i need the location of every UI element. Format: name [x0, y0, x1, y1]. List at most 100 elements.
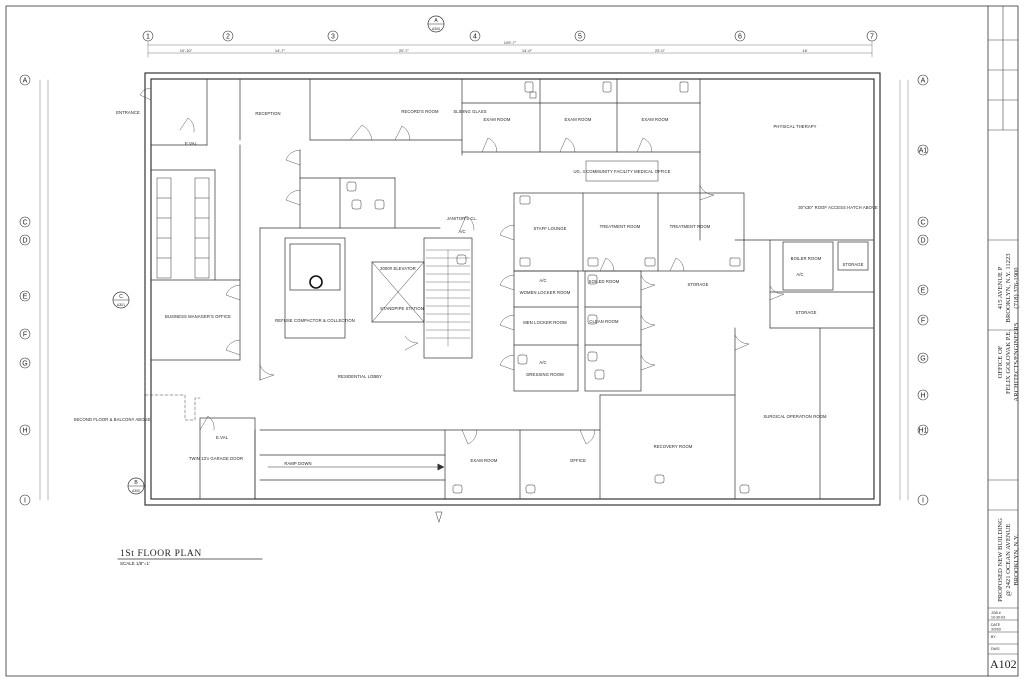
facility-office-label-box — [585, 160, 659, 182]
label-facility-office: UG. 4 COMMUNITY FACILITY MEDICAL OFFICE — [573, 169, 670, 174]
project-address: @ 2421 OCEAN AVENUE — [1005, 524, 1012, 597]
label-office: OFFICE — [570, 458, 586, 463]
dim-col-5: 22'-0" — [655, 48, 666, 53]
grid-row-right-G-label: G — [920, 355, 925, 362]
label-soiled-room: SOILED ROOM — [589, 279, 620, 284]
label-staff-lounge: STAFF LOUNGE — [534, 226, 567, 231]
label-exam-room-2: EXAM ROOM — [565, 117, 592, 122]
project-city: BROOKLYN, N.Y. — [1013, 534, 1020, 586]
label-surgical-room: SURGICAL OPERATION ROOM — [763, 414, 827, 419]
grid-row-right-H: H — [917, 389, 929, 401]
label-treatment-room-1: TREATMENT ROOM — [600, 224, 641, 229]
label-dressing-room: DRESSING ROOM — [526, 372, 564, 377]
grid-column-3-label: 3 — [331, 33, 335, 40]
label-storage-3: STORAGE — [795, 310, 816, 315]
plan-title: 1St FLOOR PLAN — [120, 549, 202, 559]
grid-row-right-E: E — [917, 284, 929, 296]
label-ramp: RAMP DOWN — [284, 461, 311, 466]
stair — [425, 249, 471, 347]
office-address: 415 AVENUE P — [997, 266, 1004, 309]
firm-type: ARCHITECTS/ENGINEERS — [1013, 322, 1020, 401]
grid-row-left-I-label: I — [24, 497, 26, 504]
plan-scale: SCALE 1/8"=1' — [120, 561, 150, 566]
grid-column-5-label: 5 — [578, 33, 582, 40]
grid-row-right-F-label: F — [921, 317, 925, 324]
refuse-chute — [309, 275, 323, 289]
grid-row-left-G: G — [19, 357, 31, 369]
title-block — [987, 5, 1019, 655]
dim-col-1: 10'-10" — [180, 48, 193, 53]
label-reception: RECEPTION — [255, 111, 280, 116]
label-eval-2: E.VAL — [216, 435, 229, 440]
grid-row-left-F: F — [19, 328, 31, 340]
label-eval-1: E.VAL — [185, 141, 198, 146]
grid-row-right-A-label: A — [921, 77, 926, 84]
label-treatment-room-2: TREATMENT ROOM — [670, 224, 711, 229]
section-marker-bottom: B A300 — [127, 477, 145, 495]
dimension-lines — [147, 40, 873, 58]
label-men-locker: MEN LOCKER ROOM — [523, 320, 567, 325]
entry-marker — [435, 511, 443, 523]
room-labels: RECEPTION RECORD'S ROOM SLIDING GLASS EX… — [74, 109, 878, 466]
label-exam-room-4: EXAM ROOM — [471, 458, 498, 463]
svg-text:C: C — [119, 294, 123, 300]
label-exam-room-3: EXAM ROOM — [642, 117, 669, 122]
job-date: 10-30-03 — [991, 616, 1005, 620]
grid-column-4-label: 4 — [473, 33, 477, 40]
overall-dimension: 109'-7" — [504, 40, 517, 45]
elevator-shaft — [371, 261, 425, 323]
grid-row-right-G: G — [917, 352, 929, 364]
label-boiler-room: BOILER ROOM — [791, 256, 822, 261]
grid-column-7: 7 — [866, 30, 878, 42]
exterior-walls — [144, 72, 881, 506]
plumbing-fixtures — [346, 81, 750, 494]
grid-row-left-A: A — [19, 74, 31, 86]
grid-row-right-A: A — [917, 74, 929, 86]
grid-column-7-label: 7 — [870, 33, 874, 40]
grid-column-1-label: 1 — [146, 33, 150, 40]
sheet-border — [5, 5, 1019, 677]
grid-row-left-D: D — [19, 234, 31, 246]
label-ac-1: A/C — [458, 229, 465, 234]
office-city: BROOKLYN, N.Y. 11223 — [1005, 253, 1012, 323]
date-value: 3/3/03 — [991, 628, 1001, 632]
dim-col-6: 16' — [802, 48, 807, 53]
grid-row-right-H1: H1 — [917, 424, 929, 436]
svg-text:A300: A300 — [132, 489, 140, 493]
dim-col-4: 14'-0" — [522, 48, 533, 53]
by-label: BY — [991, 635, 996, 639]
label-physical-therapy: PHYSICAL THERAPY — [773, 124, 816, 129]
label-women-locker: WOMEN LOCKER ROOM — [520, 290, 571, 295]
label-storage-1: STORAGE — [842, 262, 863, 267]
grid-row-right-E-label: E — [921, 287, 926, 294]
grid-row-left-G-label: G — [22, 360, 27, 367]
interior-walls — [150, 78, 875, 500]
label-elevator: 2000# ELEVATOR — [380, 266, 416, 271]
svg-text:B: B — [134, 480, 138, 486]
label-records-room: RECORD'S ROOM — [401, 109, 439, 114]
grid-row-left-D-label: D — [22, 237, 27, 244]
label-storage-2: STORAGE — [687, 282, 708, 287]
label-clean-room: CLEAN ROOM — [589, 319, 619, 324]
label-ac-2: A/C — [796, 272, 803, 277]
grid-row-left-H: H — [19, 424, 31, 436]
label-standpipe: STANDPIPE STATION — [380, 306, 424, 311]
locker-bank — [156, 177, 210, 279]
dim-col-3: 20'-7" — [399, 48, 410, 53]
ramp-arrow — [267, 463, 445, 471]
grid-row-right-A1: A1 — [917, 144, 929, 156]
job-label: JOB # — [991, 611, 1001, 615]
label-ac-3: A/C — [539, 278, 546, 283]
label-business-office: BUSINESS MANAGER'S OFFICE — [165, 314, 231, 319]
grid-column-1: 1 — [142, 30, 154, 42]
grid-row-right-C: C — [917, 216, 929, 228]
grid-column-3: 3 — [327, 30, 339, 42]
grid-row-right-I-label: I — [922, 497, 924, 504]
grid-column-6-label: 6 — [738, 33, 742, 40]
grid-row-right-H-label: H — [920, 392, 925, 399]
label-residential-lobby: RESIDENTIAL LOBBY — [338, 374, 382, 379]
grid-column-2-label: 2 — [226, 33, 230, 40]
svg-text:A: A — [434, 18, 438, 24]
dim-col-2: 14'-7" — [275, 48, 286, 53]
